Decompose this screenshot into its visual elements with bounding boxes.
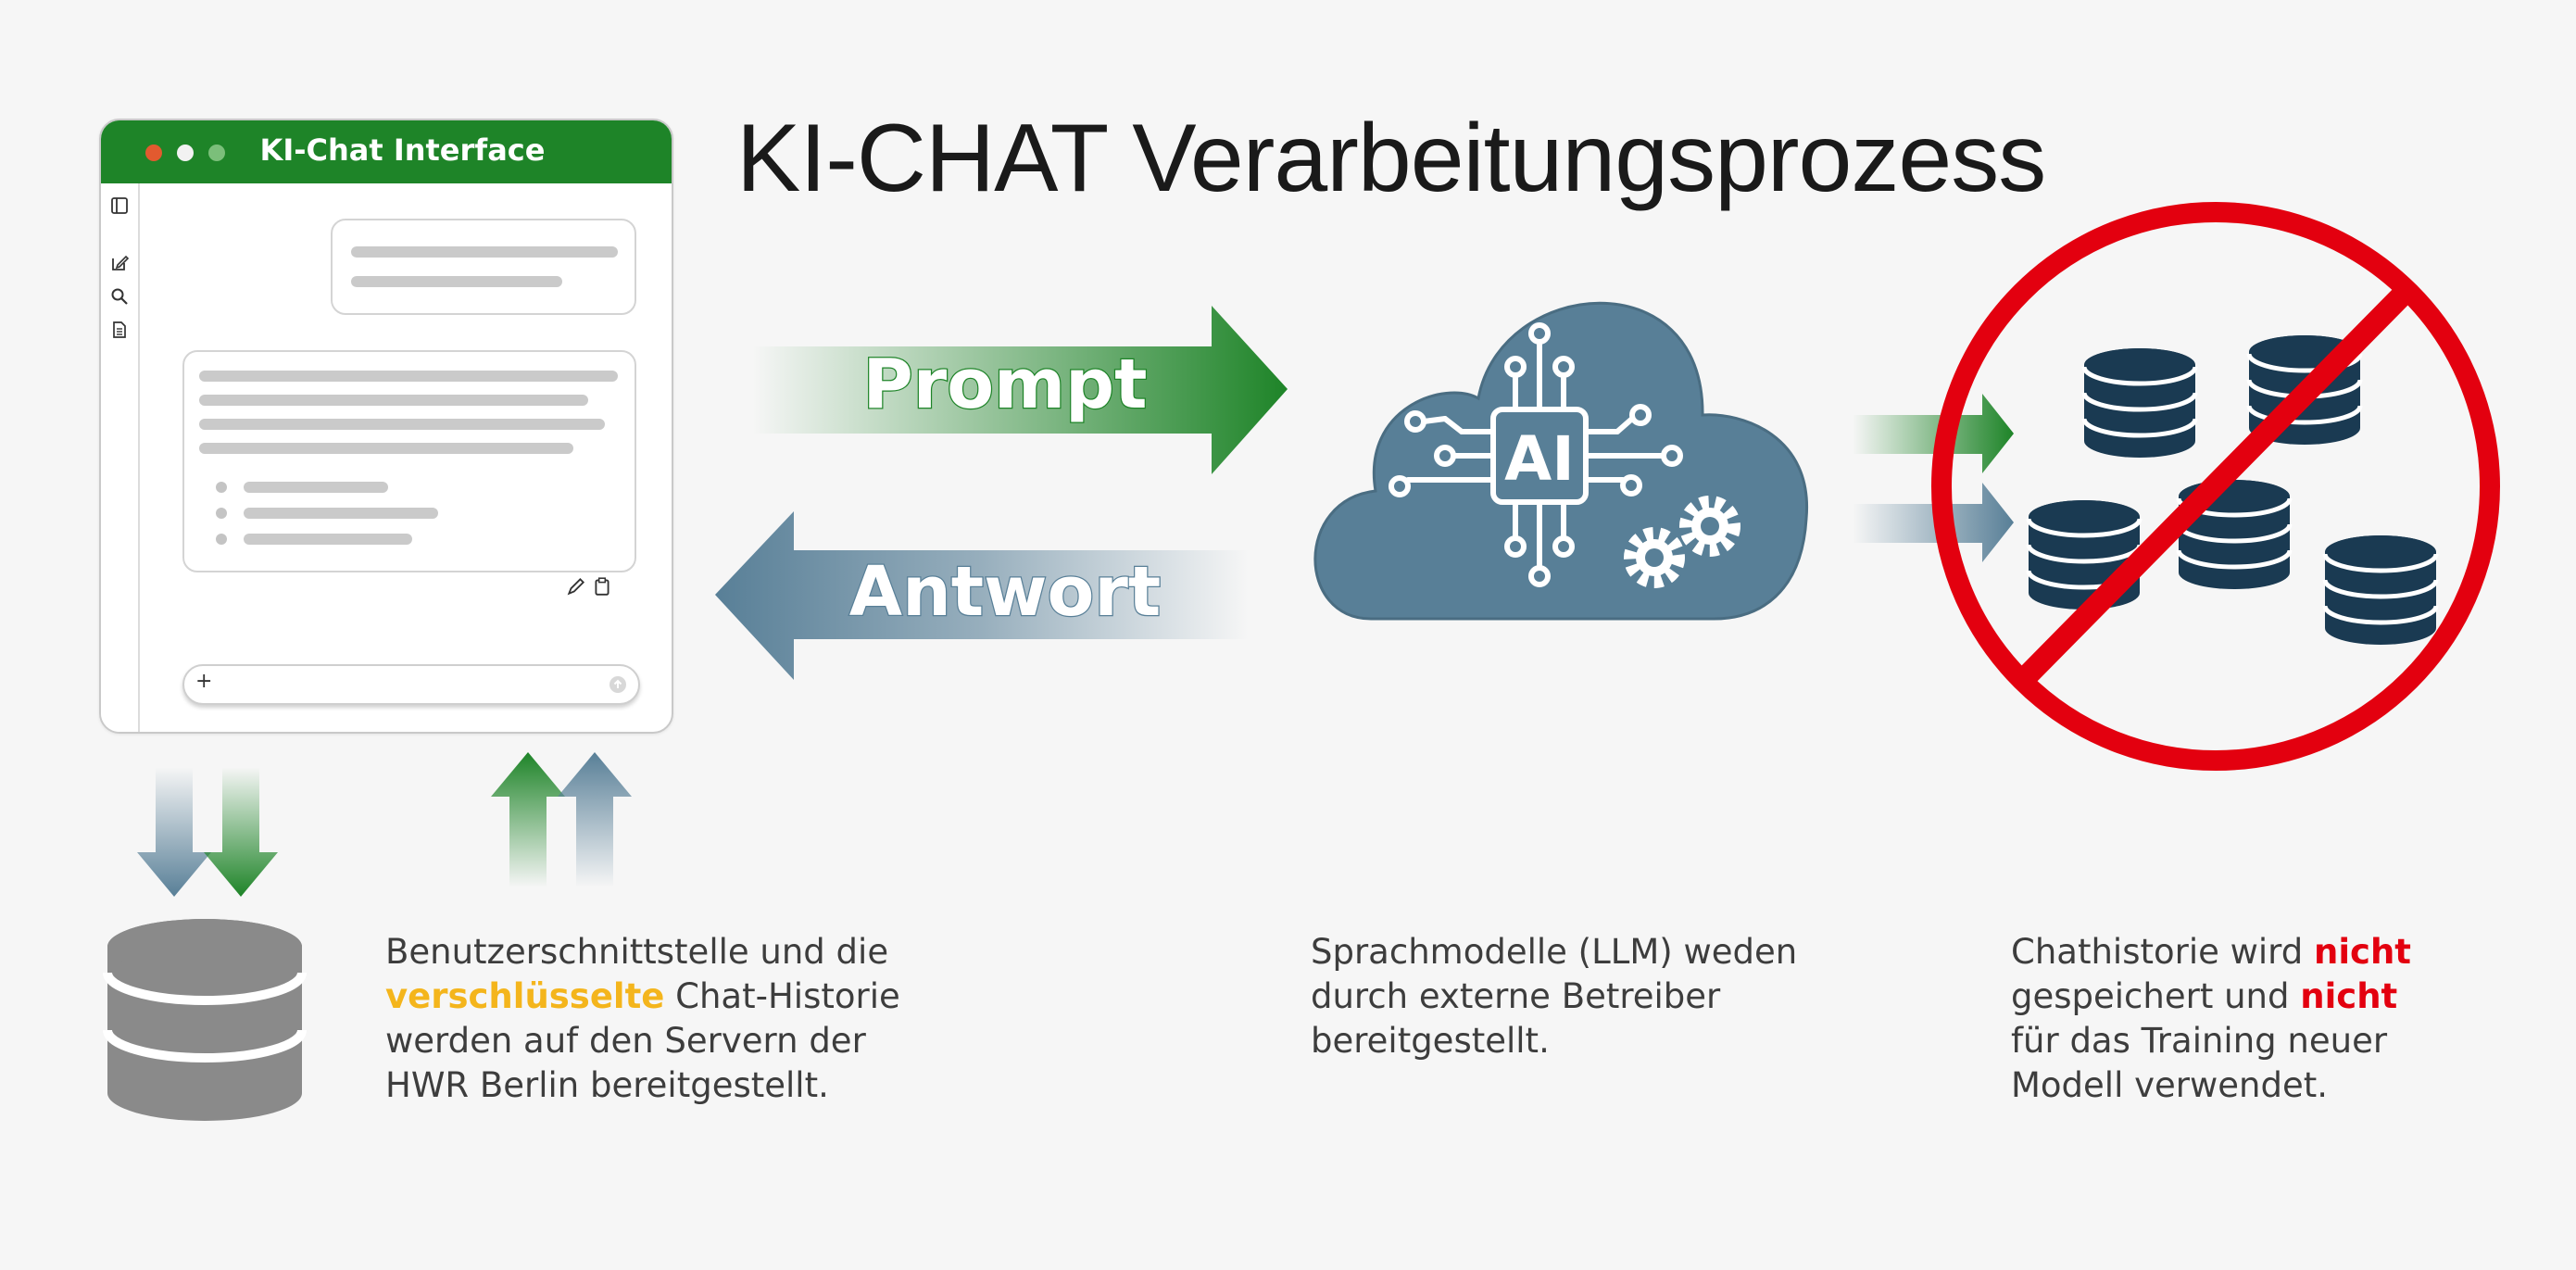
text-placeholder-line bbox=[351, 246, 618, 258]
description-middle: Sprachmodelle (LLM) weden durch externe … bbox=[1311, 930, 1797, 1063]
chat-sidebar bbox=[101, 183, 140, 732]
document-icon[interactable] bbox=[110, 321, 129, 339]
description-line: gespeichert und nicht bbox=[2011, 975, 2411, 1019]
description-line: bereitgestellt. bbox=[1311, 1021, 1550, 1061]
attach-plus-icon[interactable]: + bbox=[195, 670, 213, 693]
maximize-dot[interactable] bbox=[208, 145, 225, 161]
chat-titlebar: KI-Chat Interface bbox=[101, 120, 672, 183]
user-message-bubble bbox=[331, 219, 636, 315]
not-highlight: nicht bbox=[2300, 976, 2398, 1016]
text-placeholder-line bbox=[244, 534, 412, 545]
prompt-label: Prompt bbox=[862, 345, 1147, 424]
list-bullet bbox=[216, 534, 227, 545]
text-placeholder-line bbox=[199, 395, 588, 406]
description-line: werden auf den Servern der bbox=[385, 1021, 866, 1061]
text-placeholder-line bbox=[199, 443, 573, 454]
encrypted-highlight: verschlüsselte bbox=[385, 976, 665, 1016]
description-line: durch externe Betreiber bbox=[1311, 976, 1721, 1016]
description-right: Chathistorie wird nicht gespeichert und … bbox=[2011, 930, 2411, 1108]
send-icon[interactable] bbox=[609, 675, 627, 694]
page-title: KI-CHAT Verarbeitungsprozess bbox=[736, 105, 2046, 212]
text-placeholder-line bbox=[351, 276, 562, 287]
prohibited-icon bbox=[1931, 202, 2500, 771]
text-placeholder-line bbox=[199, 419, 605, 430]
copy-icon[interactable] bbox=[592, 576, 612, 597]
store-arrow-blue bbox=[1853, 483, 2014, 562]
description-text: gespeichert und bbox=[2011, 976, 2301, 1016]
ai-chip-icon bbox=[1389, 322, 1683, 587]
up-arrows bbox=[491, 752, 632, 887]
store-arrow-green bbox=[1853, 394, 2014, 473]
assistant-message-bubble bbox=[182, 350, 636, 572]
description-line: HWR Berlin bereitgestellt. bbox=[385, 1065, 829, 1105]
close-dot[interactable] bbox=[145, 145, 162, 161]
new-chat-icon[interactable] bbox=[110, 254, 129, 272]
chat-window-title: KI-Chat Interface bbox=[259, 132, 546, 168]
server-database-icon bbox=[103, 919, 307, 1121]
gears-icon bbox=[1624, 496, 1740, 588]
list-bullet bbox=[216, 508, 227, 519]
prompt-arrow: Prompt bbox=[752, 306, 1288, 474]
description-text: Chathistorie wird bbox=[2011, 932, 2314, 972]
description-line: Modell verwendet. bbox=[2011, 1065, 2328, 1105]
list-bullet bbox=[216, 482, 227, 493]
description-left: Benutzerschnittstelle und die verschlüss… bbox=[385, 930, 900, 1108]
description-line: Benutzerschnittstelle und die bbox=[385, 932, 889, 972]
down-arrows bbox=[137, 767, 278, 897]
description-line: für das Training neuer bbox=[2011, 1021, 2388, 1061]
text-placeholder-line bbox=[244, 482, 388, 493]
description-line: Chathistorie wird nicht bbox=[2011, 930, 2411, 975]
edit-icon[interactable] bbox=[566, 576, 586, 597]
search-icon[interactable] bbox=[110, 287, 129, 306]
ai-chip-label: AI bbox=[1504, 423, 1575, 495]
sidebar-toggle-icon[interactable] bbox=[110, 196, 129, 215]
chat-interface-window: KI-Chat Interface bbox=[99, 119, 673, 734]
not-highlight: nicht bbox=[2313, 932, 2411, 972]
answer-arrow: Antwort bbox=[715, 511, 1249, 680]
description-text: Chat-Historie bbox=[664, 976, 900, 1016]
description-line: Sprachmodelle (LLM) weden bbox=[1311, 932, 1798, 972]
minimize-dot[interactable] bbox=[177, 145, 194, 161]
text-placeholder-line bbox=[199, 371, 618, 382]
ai-cloud: AI bbox=[1313, 301, 1808, 621]
answer-label: Antwort bbox=[849, 552, 1161, 632]
description-line: verschlüsselte Chat-Historie bbox=[385, 975, 900, 1019]
chat-input-field[interactable]: + bbox=[182, 664, 640, 705]
text-placeholder-line bbox=[244, 508, 438, 519]
